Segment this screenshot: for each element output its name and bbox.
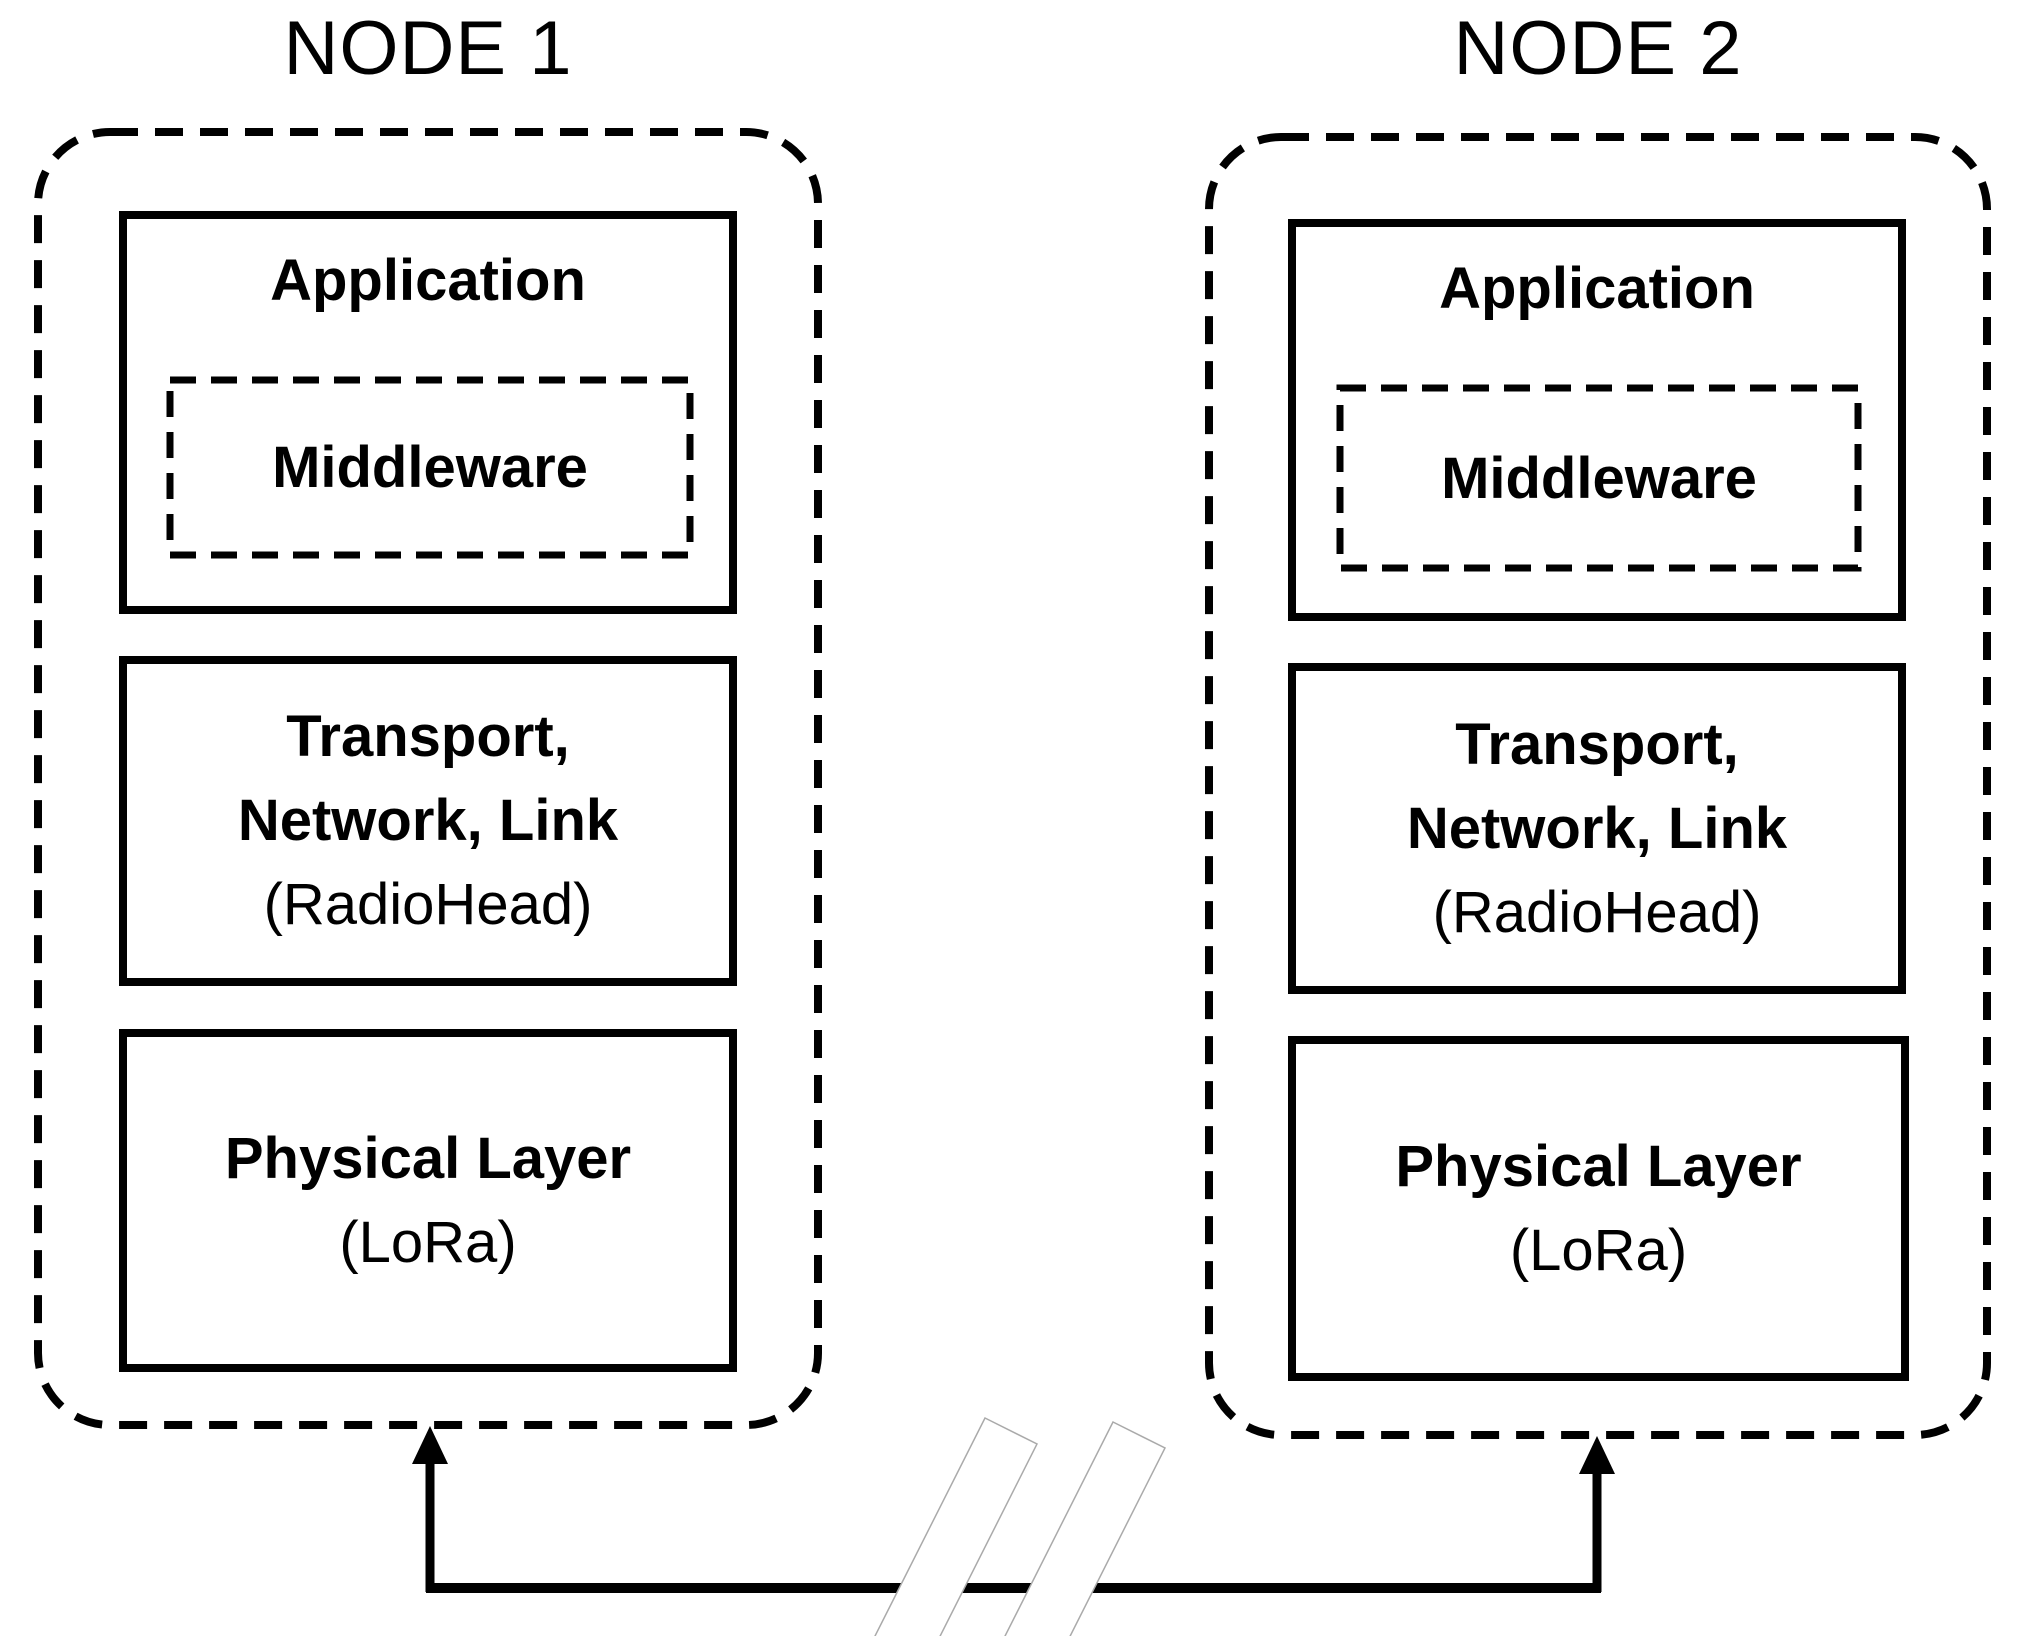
node2-middleware-label: Middleware [1441, 445, 1757, 511]
node2-transport-line1: Transport, [1455, 711, 1739, 777]
left-arrow-up-icon [412, 1426, 448, 1464]
node1-title: NODE 1 [283, 5, 573, 91]
lora-link [412, 1416, 1615, 1636]
node2-transport-line2: Network, Link [1406, 795, 1788, 861]
node2-physical-line1: Physical Layer [1395, 1133, 1802, 1199]
node2-middleware-dashed-box [1336, 384, 1862, 572]
node2-application-box [1288, 219, 1906, 621]
node2-title: NODE 2 [1453, 5, 1743, 91]
node1-transport-box [119, 656, 737, 986]
node2-physical-box [1288, 1036, 1909, 1381]
node1-physical-line2: (LoRa) [339, 1209, 517, 1275]
node1-application-label: Application [270, 247, 586, 313]
node2-transport-box [1288, 663, 1906, 994]
node1-transport-line1: Transport, [286, 704, 570, 769]
node1-physical-line1: Physical Layer [224, 1125, 632, 1191]
node1-middleware-dashed-box [166, 376, 694, 559]
node2-application-label: Application [1439, 255, 1755, 321]
node1-application-box [119, 211, 737, 614]
break-slash-2 [1004, 1420, 1167, 1636]
node1-transport-label: Transport, Network, Link (RadioHead) [123, 660, 733, 982]
wireless-break-icon [874, 1416, 1167, 1636]
node1-middleware-label: Middleware [272, 435, 588, 500]
node1-dashed-frame [34, 128, 822, 1429]
node2-physical-label: Physical Layer (LoRa) [1292, 1040, 1905, 1377]
right-arrow-up-icon [1579, 1436, 1615, 1474]
break-slash-1 [874, 1416, 1039, 1636]
node2-transport-line3: (RadioHead) [1432, 879, 1762, 945]
node1-physical-box [119, 1029, 737, 1372]
node1-transport-line3: (RadioHead) [263, 872, 593, 937]
node2-physical-line2: (LoRa) [1509, 1217, 1688, 1283]
node1-transport-line2: Network, Link [237, 788, 619, 853]
node2-dashed-frame [1205, 133, 1991, 1439]
node1-physical-label: Physical Layer (LoRa) [123, 1033, 733, 1368]
node2-transport-label: Transport, Network, Link (RadioHead) [1292, 667, 1902, 990]
